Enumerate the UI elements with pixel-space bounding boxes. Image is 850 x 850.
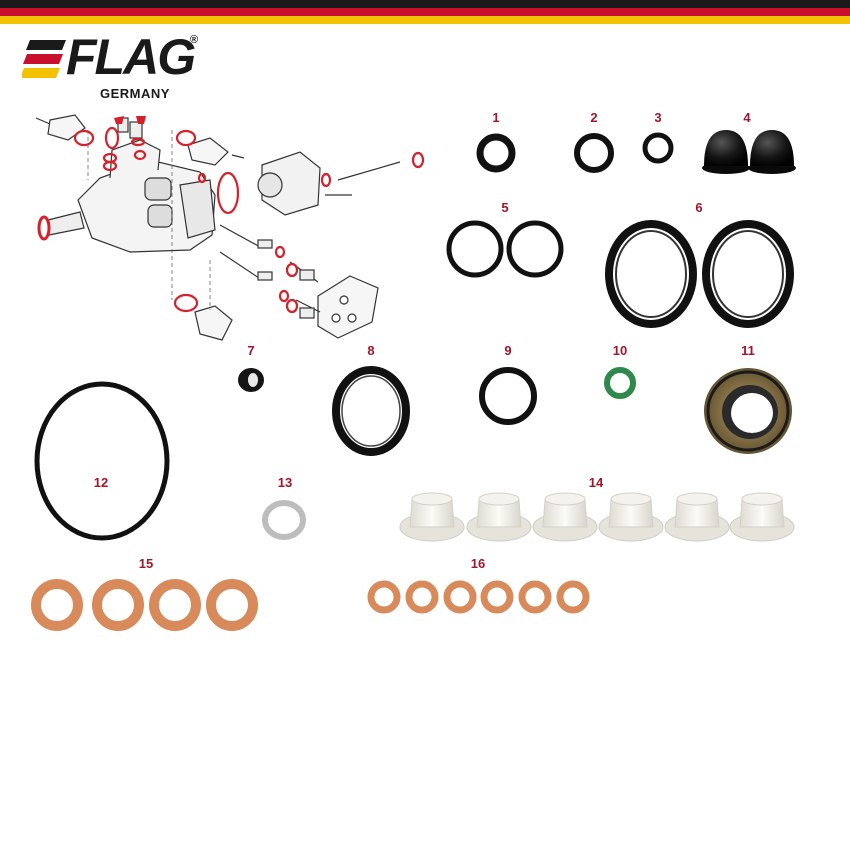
part-label-9: 9 bbox=[504, 343, 512, 358]
part-10-green-o-ring-icon bbox=[604, 367, 636, 399]
part-label-6: 6 bbox=[695, 200, 703, 215]
brand-name: FLAG bbox=[66, 29, 196, 85]
nylon-bushing-icon bbox=[399, 492, 465, 542]
part-label-15: 15 bbox=[138, 556, 154, 571]
part-label-4: 4 bbox=[743, 110, 751, 125]
brand-subtitle: GERMANY bbox=[100, 86, 170, 101]
part-label-11: 11 bbox=[741, 343, 755, 358]
part-13-metal-washer-icon bbox=[262, 500, 306, 540]
part-label-13: 13 bbox=[277, 475, 293, 490]
brand-logo: FLAG ® GERMANY bbox=[22, 32, 212, 106]
part-label-14: 14 bbox=[588, 475, 604, 490]
part-5-o-ring-pair-icon bbox=[446, 220, 564, 278]
registered-mark: ® bbox=[190, 34, 199, 46]
part-8-square-seal-icon bbox=[332, 366, 410, 456]
part-6-square-seal-pair-icon bbox=[605, 220, 794, 328]
part-12-large-o-ring-icon bbox=[34, 381, 170, 541]
nylon-bushing-icon bbox=[729, 492, 795, 542]
part-16-copper-washer-group bbox=[367, 580, 590, 614]
part-label-12: 12 bbox=[93, 475, 109, 490]
nylon-bushing-icon bbox=[664, 492, 730, 542]
part-15-copper-washer-group bbox=[31, 579, 258, 631]
part-label-8: 8 bbox=[367, 343, 375, 358]
part-11-shaft-seal-icon bbox=[704, 368, 792, 454]
part-label-7: 7 bbox=[247, 343, 255, 358]
part-4-rubber-cap-icon bbox=[702, 130, 796, 174]
part-9-o-ring-icon bbox=[479, 367, 537, 425]
part-14-nylon-bushing-group bbox=[399, 492, 795, 542]
part-label-10: 10 bbox=[612, 343, 628, 358]
part-label-16: 16 bbox=[470, 556, 486, 571]
pump-exploded-diagram bbox=[35, 114, 425, 341]
stripe-red bbox=[0, 8, 850, 16]
part-label-5: 5 bbox=[501, 200, 509, 215]
nylon-bushing-icon bbox=[466, 492, 532, 542]
part-1-o-ring-icon bbox=[476, 133, 516, 173]
part-7-grommet-icon bbox=[238, 368, 264, 392]
stripe-black bbox=[0, 0, 850, 8]
part-label-1: 1 bbox=[492, 110, 500, 125]
logo-bars-icon bbox=[22, 40, 66, 78]
part-3-o-ring-icon bbox=[642, 132, 674, 164]
part-2-o-ring-icon bbox=[574, 133, 614, 173]
nylon-bushing-icon bbox=[598, 492, 664, 542]
part-label-2: 2 bbox=[590, 110, 598, 125]
flag-stripes bbox=[0, 0, 850, 24]
part-label-3: 3 bbox=[654, 110, 662, 125]
stripe-gold bbox=[0, 16, 850, 24]
nylon-bushing-icon bbox=[532, 492, 598, 542]
